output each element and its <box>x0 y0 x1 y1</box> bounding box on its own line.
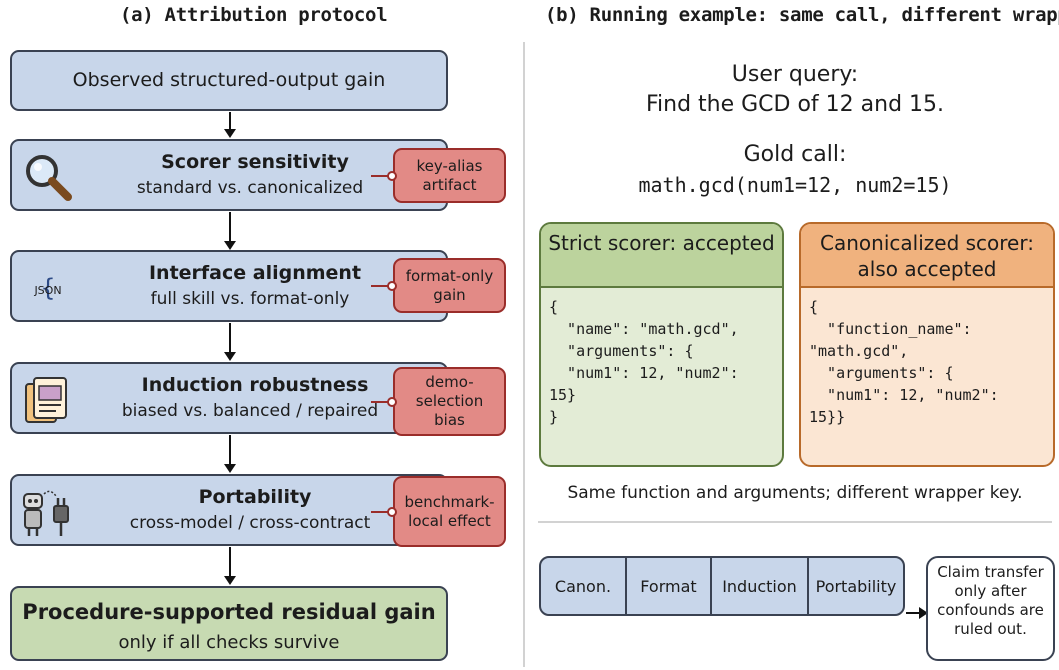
flow-arrow <box>224 435 236 473</box>
tag-format-only-gain: format-only gain <box>371 258 506 313</box>
observed-gain-box: Observed structured-output gain <box>10 50 448 111</box>
tag-label: benchmark-local effect <box>404 492 495 530</box>
flow-arrow <box>224 212 236 250</box>
step-heading: Interface alignment <box>148 262 362 284</box>
wrapper-note: Same function and arguments; different w… <box>567 483 1023 503</box>
tag-label: key-alias artifact <box>416 156 483 194</box>
gold-call-label: Gold call: <box>743 142 847 167</box>
pipeline-step-induction: Induction <box>710 558 807 614</box>
flow-arrow <box>224 323 236 361</box>
step-subtext: biased vs. balanced / repaired <box>121 401 379 421</box>
gold-call-code: math.gcd(num1=12, num2=15) <box>638 173 952 197</box>
strict-scorer-title: Strict scorer: accepted <box>541 224 782 288</box>
panel-divider <box>523 42 525 667</box>
step-subtext: standard vs. canonicalized <box>136 178 364 198</box>
step-subtext: cross-model / cross-contract <box>129 513 371 533</box>
canonicalized-scorer-title: Canonicalized scorer: also accepted <box>801 224 1053 288</box>
tag-key-alias-artifact: key-alias artifact <box>371 148 506 203</box>
strict-scorer-card: Strict scorer: accepted { "name": "math.… <box>539 222 784 467</box>
canonicalized-scorer-card: Canonicalized scorer: also accepted { "f… <box>799 222 1055 467</box>
pipeline-step-canon: Canon. <box>554 576 612 596</box>
tag-demo-selection-bias: demo-selection bias <box>371 367 506 436</box>
claim-transfer-box: Claim transfer only after confounds are … <box>926 556 1055 661</box>
panel-b-title: (b) Running example: same call, differen… <box>545 4 1059 26</box>
documents-icon <box>25 377 67 423</box>
step-subtext: full skill vs. format-only <box>150 289 350 309</box>
tag-label: format-only gain <box>405 266 494 304</box>
magnifier-icon <box>26 155 72 201</box>
step-interface-alignment: { JSON Interface alignment full skill vs… <box>10 250 448 322</box>
step-heading: Portability <box>198 486 312 508</box>
tag-benchmark-local-effect: benchmark-local effect <box>371 476 506 547</box>
step-heading: Scorer sensitivity <box>161 151 349 173</box>
pipeline-step-format: Format <box>625 558 710 614</box>
canonicalized-scorer-code: { "function_name": "math.gcd", "argument… <box>809 298 999 426</box>
residual-gain-box: Procedure-supported residual gain only i… <box>10 586 448 661</box>
user-query-label: User query: <box>731 62 859 87</box>
step-heading: Induction robustness <box>141 374 369 396</box>
flow-arrow <box>224 547 236 585</box>
json-icon: { JSON <box>33 274 61 302</box>
strict-scorer-code: { "name": "math.gcd", "arguments": { "nu… <box>549 298 739 426</box>
residual-gain-subtext: only if all checks survive <box>118 632 340 653</box>
user-query-text: Find the GCD of 12 and 15. <box>645 92 945 117</box>
pipeline-arrow <box>906 607 928 619</box>
pipeline-step-portability: Portability <box>807 558 903 614</box>
residual-gain-heading: Procedure-supported residual gain <box>22 600 436 624</box>
claim-transfer-text: Claim transfer only after confounds are … <box>937 563 1044 638</box>
svg-text:JSON: JSON <box>33 284 61 297</box>
observed-gain-label: Observed structured-output gain <box>72 69 386 91</box>
tag-label: demo-selection bias <box>415 373 484 429</box>
step-induction-robustness: Induction robustness biased vs. balanced… <box>10 362 448 434</box>
svg-text:{: { <box>41 274 55 302</box>
flow-arrow <box>224 112 236 138</box>
step-portability: Portability cross-model / cross-contract <box>10 474 448 546</box>
panel-a-title: (a) Attribution protocol <box>120 4 388 26</box>
section-divider <box>538 521 1052 523</box>
robot-plug-icon <box>23 490 69 536</box>
check-pipeline: Canon. Format Induction Portability <box>539 556 905 616</box>
